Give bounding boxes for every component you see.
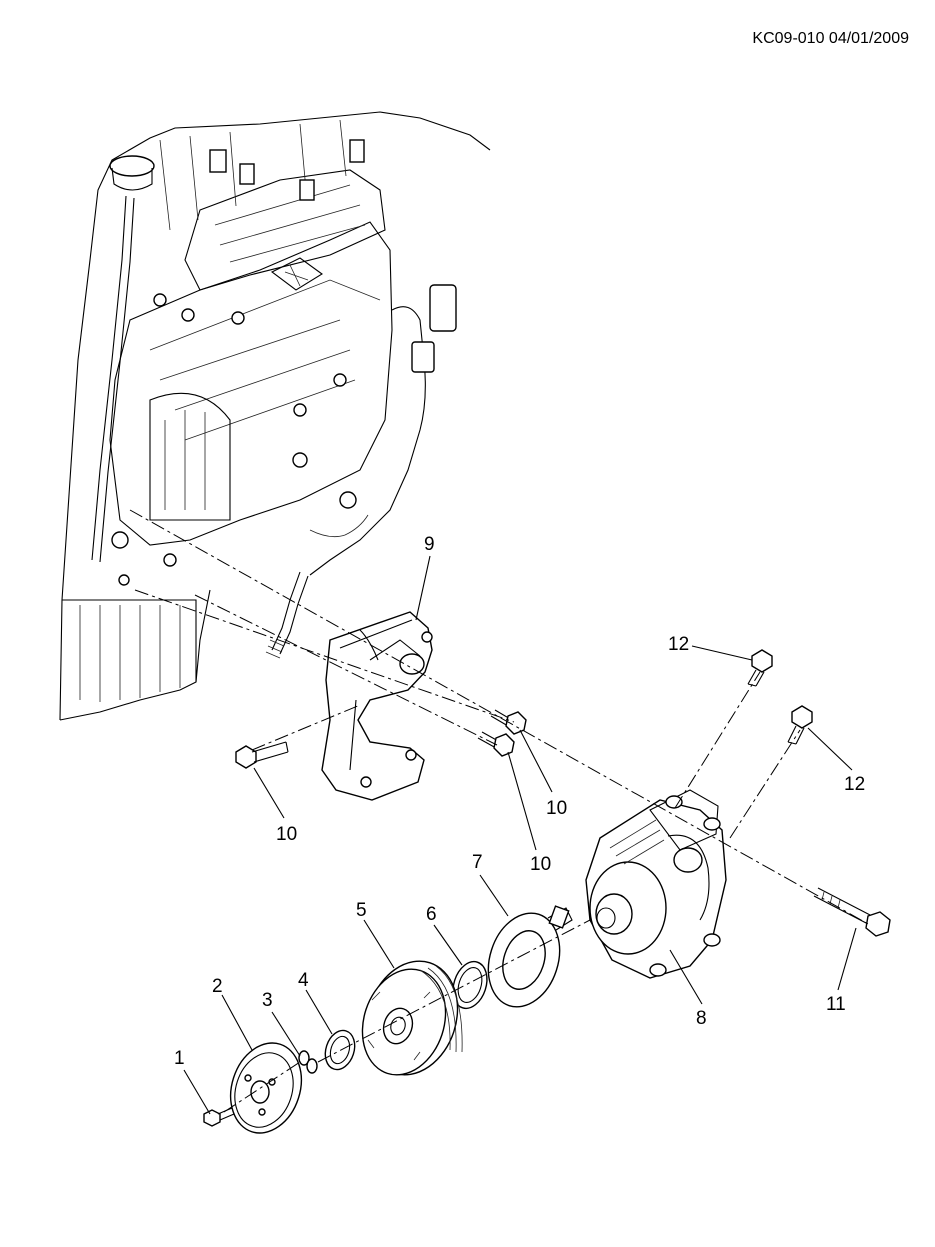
callout-11: 11: [826, 994, 846, 1015]
callout-4: 4: [298, 970, 309, 991]
callout-12-lower: 12: [844, 774, 865, 795]
callout-10-right: 10: [546, 798, 567, 819]
callout-6: 6: [426, 904, 437, 925]
shim-item-3: [298, 1050, 318, 1074]
alignment-lines: [129, 509, 871, 1113]
long-bolt-item-11: [813, 887, 891, 937]
callout-12-upper: 12: [668, 634, 689, 655]
callout-5: 5: [356, 900, 367, 921]
callout-labels: 1 2 3 4 5 6 7 8 9 10 10 10 11 12 12: [174, 534, 865, 1069]
callout-10-lower: 10: [530, 854, 551, 875]
callout-9: 9: [424, 534, 435, 555]
field-coil: [487, 905, 573, 1008]
bolts-item-12: [747, 649, 813, 745]
callout-8: 8: [696, 1008, 707, 1029]
compressor-mounting-bracket: [321, 611, 433, 801]
callout-10-left: 10: [276, 824, 297, 845]
callout-3: 3: [262, 990, 273, 1011]
engine-assembly: [59, 111, 491, 721]
document-reference: KC09-010 04/01/2009: [752, 30, 909, 47]
callout-2: 2: [212, 976, 223, 997]
callout-7: 7: [472, 852, 483, 873]
callout-1: 1: [174, 1048, 185, 1069]
snap-ring-item-6: [452, 960, 488, 1010]
leader-lines: [183, 555, 857, 1115]
clutch-hub-plate: [229, 1042, 303, 1134]
ac-compressor: [585, 789, 727, 979]
pulley: [361, 960, 463, 1076]
bolts-item-10: [235, 709, 527, 769]
